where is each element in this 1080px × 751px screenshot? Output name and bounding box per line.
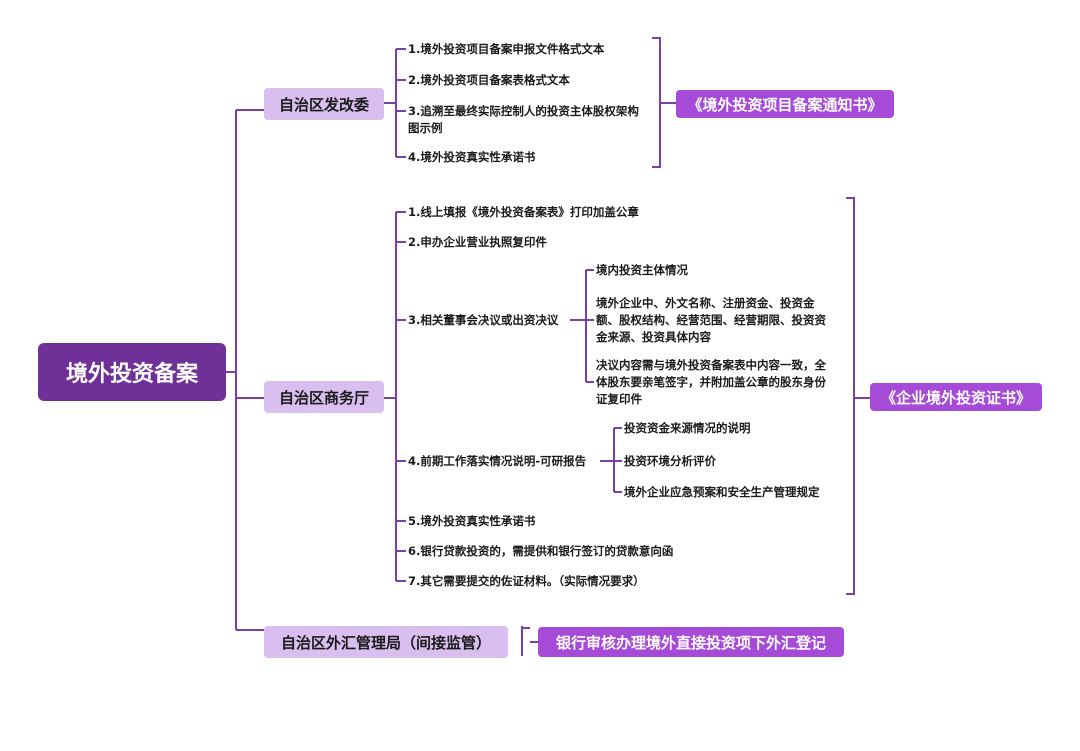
fgw-item-4: 4.境外投资真实性承诺书 <box>408 150 536 164</box>
swt-outcome: 《企业境外投资证书》 <box>870 383 1042 411</box>
swt-item4-child-3: 境外企业应急预案和安全生产管理规定 <box>624 485 820 499</box>
swt-item-2: 2.申办企业营业执照复印件 <box>408 235 547 249</box>
fgw-outcome: 《境外投资项目备案通知书》 <box>676 90 894 118</box>
fgw-item-1: 1.境外投资项目备案申报文件格式文本 <box>408 42 605 56</box>
fgw-item-3: 3.追溯至最终实际控制人的投资主体股权架构图示例 <box>408 104 639 135</box>
branch-whj: 自治区外汇管理局（间接监管） <box>264 626 508 658</box>
swt-item3-child-3: 决议内容需与境外投资备案表中内容一致，全体股东要亲笔签字，并附加盖公章的股东身份… <box>596 358 826 406</box>
swt-item-6: 6.银行贷款投资的，需提供和银行签订的贷款意向函 <box>408 544 674 558</box>
swt-item-4: 4.前期工作落实情况说明-可研报告 <box>408 454 587 468</box>
swt-item-3: 3.相关董事会决议或出资决议 <box>408 313 559 327</box>
swt-item4-child-1: 投资资金来源情况的说明 <box>624 421 751 435</box>
swt-item-1: 1.线上填报《境外投资备案表》打印加盖公章 <box>408 205 639 219</box>
swt-item-5: 5.境外投资真实性承诺书 <box>408 514 536 528</box>
root-node: 境外投资备案 <box>38 343 226 401</box>
branch-fgw: 自治区发改委 <box>264 88 384 120</box>
whj-outcome: 银行审核办理境外直接投资项下外汇登记 <box>538 627 844 657</box>
swt-item-7: 7.其它需要提交的佐证材料。（实际情况要求） <box>408 574 645 588</box>
swt-item3-child-1: 境内投资主体情况 <box>596 263 688 277</box>
swt-item4-child-2: 投资环境分析评价 <box>624 454 716 468</box>
fgw-item-2: 2.境外投资项目备案表格式文本 <box>408 73 570 87</box>
branch-swt: 自治区商务厅 <box>264 381 384 413</box>
swt-item3-child-2: 境外企业中、外文名称、注册资金、投资金额、股权结构、经营范围、经营期限、投资资金… <box>596 296 826 344</box>
